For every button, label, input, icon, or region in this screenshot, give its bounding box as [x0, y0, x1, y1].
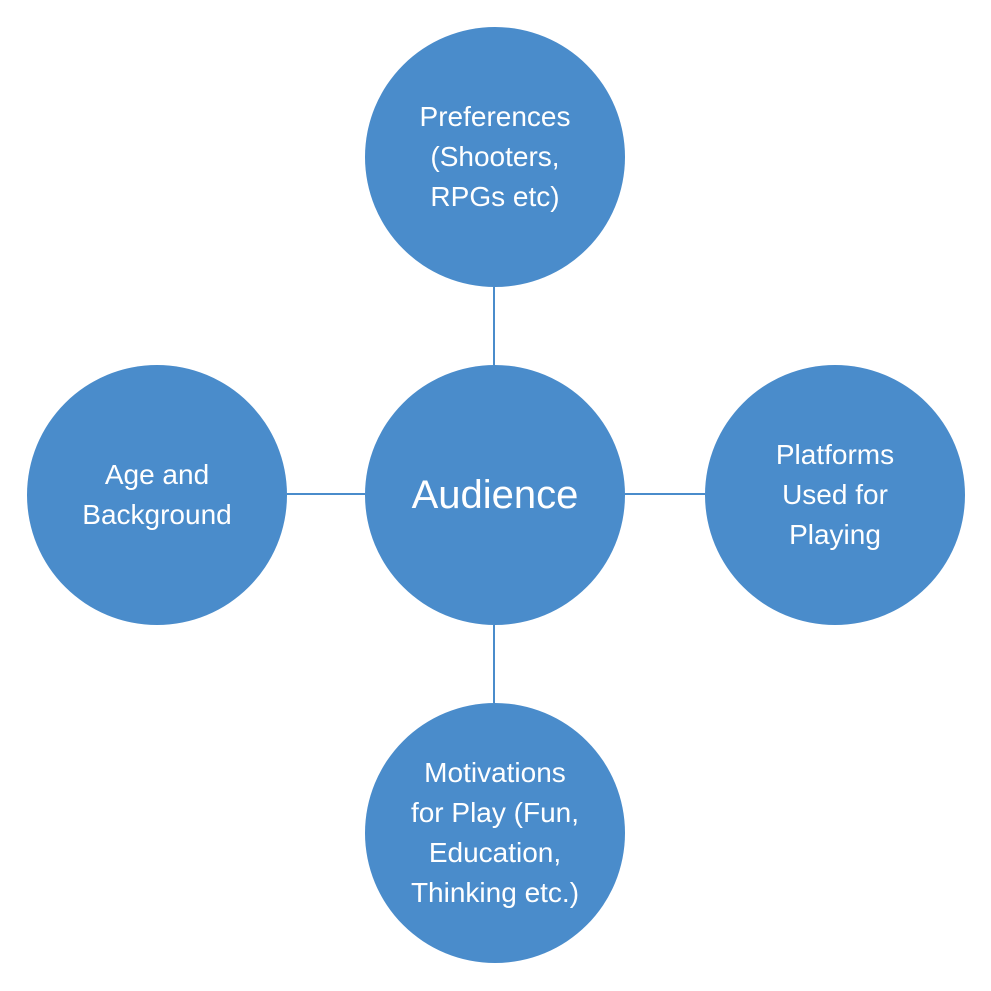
node-platforms: Platforms Used for Playing: [705, 365, 965, 625]
center-node-audience: Audience: [365, 365, 625, 625]
connector-center-to-top: [493, 287, 495, 365]
connector-center-to-left: [287, 493, 365, 495]
node-motivations: Motivations for Play (Fun, Education, Th…: [365, 703, 625, 963]
node-age-background-label: Age and Background: [82, 459, 232, 530]
connector-center-to-bottom: [493, 625, 495, 703]
node-preferences-label: Preferences (Shooters, RPGs etc): [419, 101, 571, 212]
node-motivations-label: Motivations for Play (Fun, Education, Th…: [410, 757, 580, 908]
connector-center-to-right: [625, 493, 705, 495]
center-node-label: Audience: [411, 473, 579, 517]
node-platforms-label: Platforms Used for Playing: [775, 439, 895, 550]
node-age-background: Age and Background: [27, 365, 287, 625]
node-preferences: Preferences (Shooters, RPGs etc): [365, 27, 625, 287]
